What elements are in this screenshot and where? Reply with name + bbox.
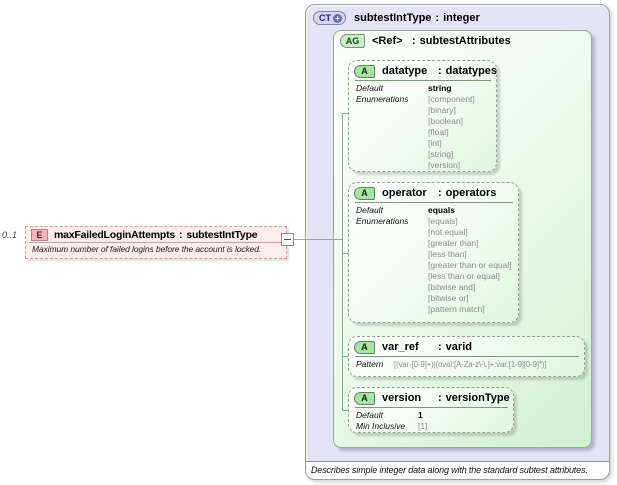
connector-stub-version [342, 410, 349, 411]
facet-values: [(var-[0-9]+)|(oval:[A-Za-z\-\.]+:var:[1… [394, 360, 547, 369]
complex-type-title: subtestIntType : integer [354, 12, 480, 24]
attribute-badge-icon: A [354, 391, 375, 405]
facet-label: Min Inclusive [356, 421, 406, 431]
facet-row: Default string [356, 83, 491, 94]
complex-type-annotation-text: Describes simple integer data along with… [311, 465, 588, 475]
attribute-title: datatype : datatypes [382, 65, 498, 77]
facet-row: Enumerations [equals][not equal][greater … [356, 216, 513, 315]
complex-type-badge-icon: CT + [313, 11, 346, 25]
plus-icon: + [333, 13, 342, 23]
facet-row: Default 1 [356, 410, 508, 421]
attribute-badge-icon: A [354, 340, 375, 354]
attribute-badge-icon: A [354, 186, 375, 200]
connector-stub-operator [342, 253, 349, 254]
connector-line-element [294, 239, 342, 240]
facet-label: Default [356, 205, 383, 215]
attribute-group-header: AG <Ref> : subtestAttributes [334, 31, 591, 48]
attribute-header: A operator : operators [349, 183, 518, 202]
attribute-group-badge-icon: AG [340, 34, 365, 48]
facet-values: [1] [418, 421, 428, 431]
attribute-group-title: <Ref> : subtestAttributes [372, 35, 511, 47]
attribute-header: A version : versionType [349, 388, 513, 407]
element-badge-icon: E [31, 229, 48, 241]
facet-values: equals [428, 205, 455, 215]
facet-row: Enumerations [component][binary][boolean]… [356, 94, 491, 171]
facet-values: string [428, 83, 452, 93]
element-header: E maxFailedLoginAttempts : subtestIntTyp… [26, 227, 286, 242]
facet-label: Default [356, 83, 383, 93]
facet-label: Pattern [356, 359, 384, 369]
collapse-toggle-icon[interactable] [281, 233, 294, 246]
complex-type-annotation: Describes simple integer data along with… [306, 461, 609, 479]
connector-stub-var-ref [342, 356, 349, 357]
attribute-header: A datatype : datatypes [349, 61, 498, 80]
attribute-node-var-ref[interactable]: A var_ref : varid Pattern [(var-[0-9]+)|(… [348, 336, 585, 377]
element-node-maxfailedloginattempts[interactable]: E maxFailedLoginAttempts : subtestIntTyp… [25, 226, 287, 259]
attribute-title: var_ref : varid [382, 341, 472, 353]
complex-type-header: CT + subtestIntType : integer [306, 5, 609, 25]
attribute-header: A var_ref : varid [349, 337, 584, 356]
cardinality-label: 0..1 [2, 230, 18, 240]
element-title: maxFailedLoginAttempts : subtestIntType [54, 229, 258, 241]
facet-values: [equals][not equal][greater than][less t… [428, 216, 512, 314]
facet-values: 1 [418, 410, 423, 420]
element-description: Maximum number of failed logins before t… [32, 244, 262, 254]
connector-line-vertical [342, 113, 343, 411]
attribute-title: version : versionType [382, 392, 510, 404]
facet-label: Default [356, 410, 383, 420]
element-divider [29, 242, 283, 243]
facet-row: Pattern [(var-[0-9]+)|(oval:[A-Za-z\-\.]+… [356, 359, 579, 370]
facet-label: Enumerations [356, 216, 409, 226]
connector-stub-datatype [342, 113, 349, 114]
facet-row: Default equals [356, 205, 513, 216]
facet-row: Min Inclusive [1] [356, 421, 508, 432]
attribute-title: operator : operators [382, 187, 497, 199]
facet-values: [component][binary][boolean][float][int]… [428, 94, 475, 170]
attribute-badge-icon: A [354, 64, 375, 78]
facet-table: Pattern [(var-[0-9]+)|(oval:[A-Za-z\-\.]+… [355, 356, 579, 370]
facet-label: Enumerations [356, 94, 409, 104]
